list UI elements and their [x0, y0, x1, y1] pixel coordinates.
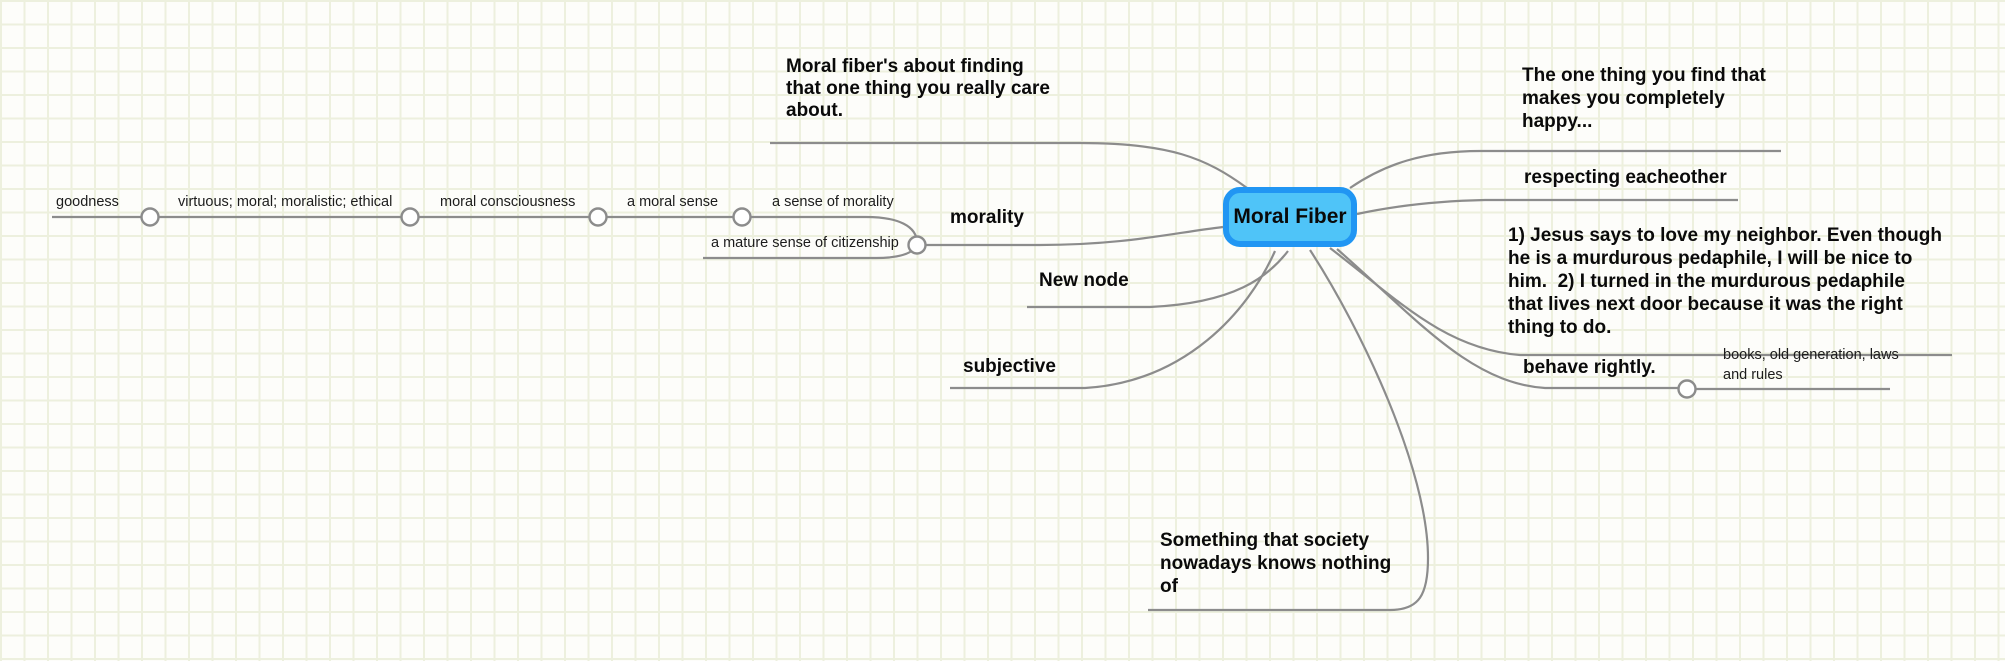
node-respecting-eachother[interactable]: respecting eacheother: [1524, 167, 1727, 188]
node-a-mature-sense-of-citizenship[interactable]: a mature sense of citizenship: [711, 235, 899, 251]
node-something-note[interactable]: Something that society nowadays knows no…: [1160, 530, 1392, 597]
connector-subjective: [950, 250, 1277, 390]
junction-circle: [400, 207, 420, 227]
connector-morality: [917, 225, 1224, 247]
center-node-label: Moral Fiber: [1233, 205, 1347, 228]
node-morality[interactable]: morality: [950, 207, 1024, 228]
connector-behave-rightly: [1336, 248, 1679, 390]
connector-new-node: [1027, 250, 1289, 309]
center-node-moral-fiber[interactable]: Moral Fiber: [1223, 187, 1357, 247]
connector-one-thing: [1349, 149, 1781, 189]
connector-jesus-note: [1329, 247, 1952, 357]
junction-circle: [140, 207, 160, 227]
node-moral-fiber-note[interactable]: Moral fiber's about finding that one thi…: [786, 56, 1050, 121]
junction-circle: [732, 207, 752, 227]
node-jesus-note[interactable]: 1) Jesus says to love my neighbor. Even …: [1508, 225, 1942, 338]
junction-circle: [1677, 379, 1697, 399]
node-moral-consciousness[interactable]: moral consciousness: [440, 194, 576, 210]
node-new-node[interactable]: New node: [1039, 270, 1129, 291]
node-behave-rightly[interactable]: behave rightly.: [1523, 357, 1656, 378]
connector-respecting: [1356, 198, 1738, 216]
node-virtuous[interactable]: virtuous; moral; moralistic; ethical: [178, 194, 393, 210]
node-a-moral-sense[interactable]: a moral sense: [627, 194, 719, 210]
node-one-thing-note[interactable]: The one thing you find that makes you co…: [1522, 65, 1766, 132]
node-books-note[interactable]: books, old generation, laws and rules: [1723, 347, 1899, 383]
node-goodness[interactable]: goodness: [56, 194, 119, 210]
junction-circle: [588, 207, 608, 227]
connector-moral-fiber-note: [770, 141, 1248, 189]
node-a-sense-of-morality[interactable]: a sense of morality: [772, 194, 894, 210]
connector-something: [1148, 249, 1430, 612]
node-subjective[interactable]: subjective: [963, 356, 1056, 377]
junction-circle: [907, 235, 927, 255]
